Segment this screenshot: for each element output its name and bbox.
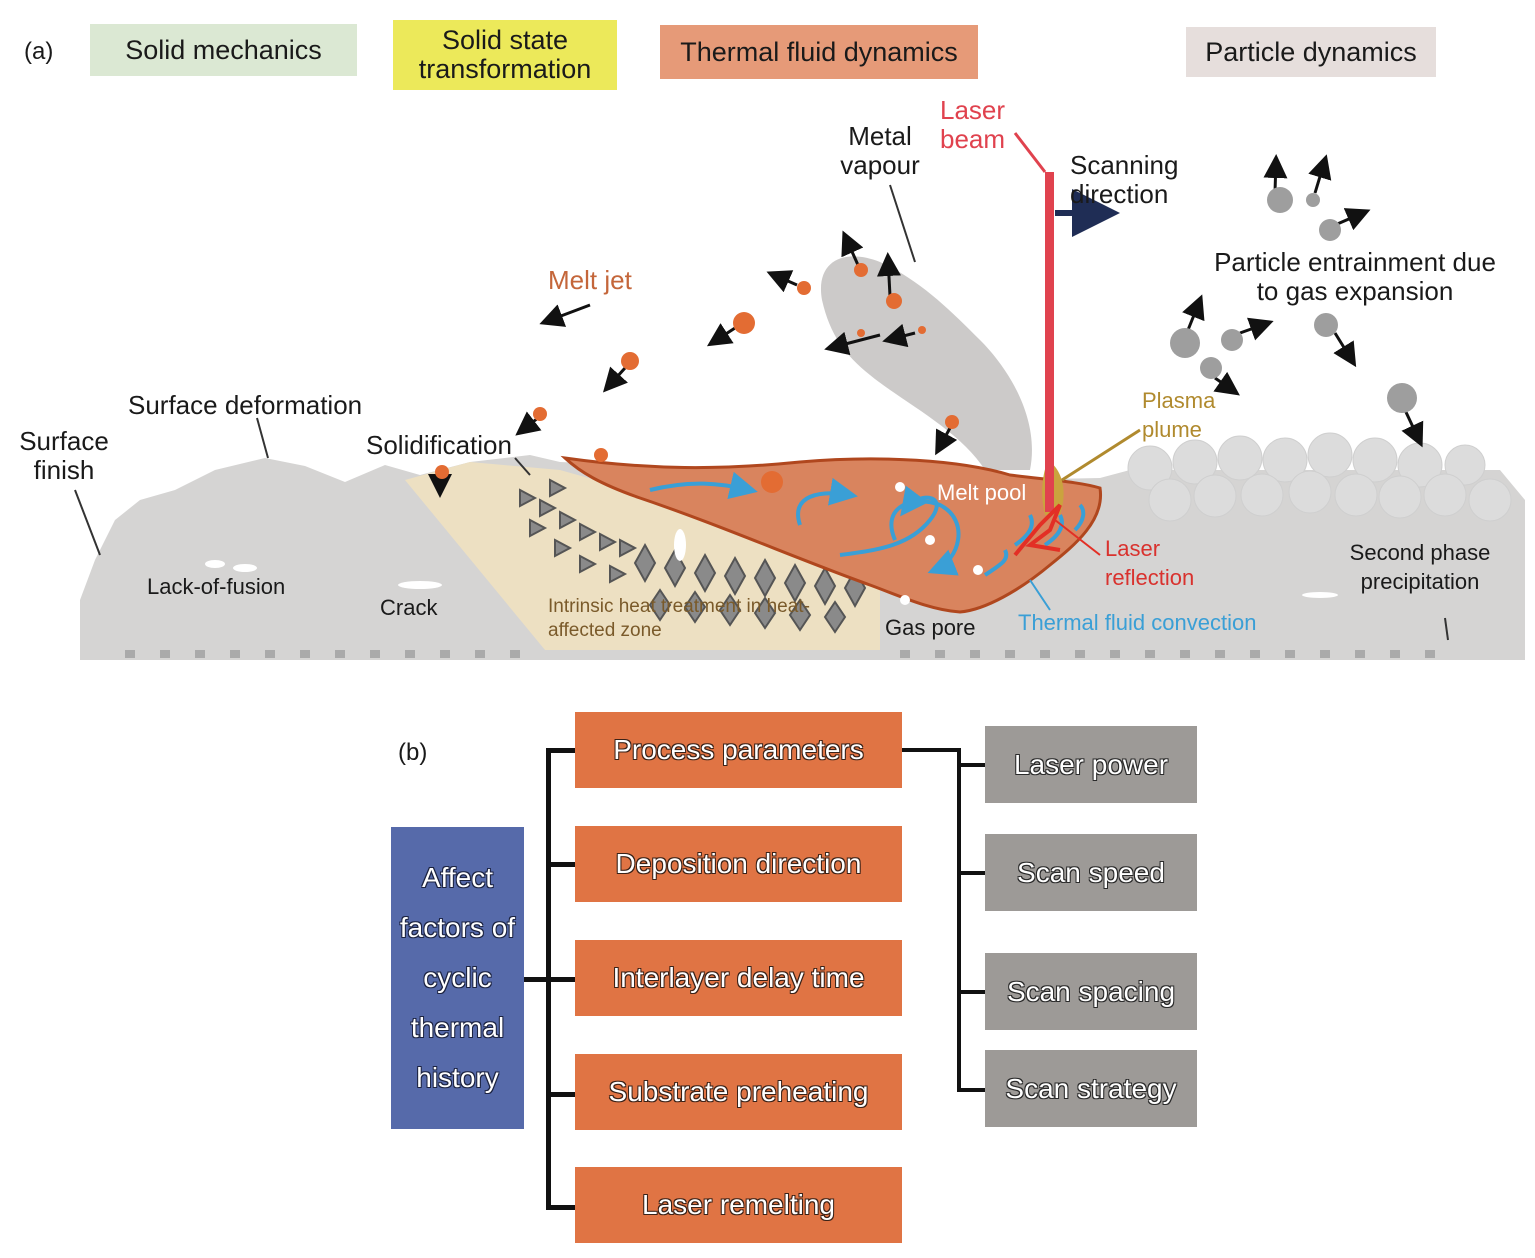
laser-beam-label: Laser beam (940, 95, 1006, 154)
connector-factor-4 (546, 1092, 576, 1097)
lack-of-fusion-label: Lack-of-fusion (147, 574, 286, 599)
factor-box-process-parameters: Process parameters (575, 712, 902, 788)
connector-params-trunk (957, 748, 961, 1092)
category-thermal-fluid-dynamics: Thermal fluid dynamics (660, 25, 978, 79)
category-solid-state-label: Solid state transformation (418, 25, 592, 84)
factor-box-substrate-preheating: Substrate preheating (575, 1054, 902, 1130)
root-box: Affect factors of cyclic thermal history (391, 827, 524, 1129)
metal-vapour-plume (820, 256, 1032, 470)
param-box-scan-spacing: Scan spacing (985, 953, 1197, 1030)
category-particle-dynamics-label: Particle dynamics (1205, 36, 1417, 67)
laser-reflection-label: Laser reflection (1105, 536, 1195, 590)
factor-label: Substrate preheating (608, 1076, 869, 1107)
param-label: Scan spacing (1006, 975, 1176, 1007)
factor-box-interlayer-delay-time: Interlayer delay time (575, 940, 902, 1016)
connector-param-1 (957, 763, 985, 767)
connector-param-4 (957, 1088, 985, 1092)
param-label: Scan speed (1017, 856, 1165, 888)
panel-a-label: (a) (24, 38, 54, 65)
melt-jet-label: Melt jet (548, 265, 632, 295)
connector-factor-3 (546, 977, 576, 982)
factor-box-deposition-direction: Deposition direction (575, 826, 902, 902)
melt-pool (560, 455, 1103, 614)
melt-pool-label: Melt pool (937, 480, 1027, 505)
param-label: Laser power (1013, 748, 1169, 780)
param-box-scan-speed: Scan speed (985, 834, 1197, 911)
particle-entrainment-label: Particle entrainment due to gas expansio… (1214, 247, 1496, 306)
connector-factor-1 (546, 748, 576, 753)
melt-jet-droplets (428, 230, 959, 498)
crack-label: Crack (380, 595, 438, 620)
connector-factor-2 (546, 862, 576, 867)
connector-param-3 (957, 990, 985, 994)
leader-lines (74, 184, 1449, 641)
category-solid-mechanics-label: Solid mechanics (125, 34, 322, 65)
second-phase-precipitation-label: Second phase precipitation (1349, 540, 1491, 594)
thermal-fluid-convection-label: Thermal fluid convection (1018, 610, 1257, 635)
category-thermal-fluid-label: Thermal fluid dynamics (680, 36, 958, 67)
connector-params-stem (902, 748, 960, 752)
pores (205, 482, 1338, 605)
intrinsic-heat-treatment-label: Intrinsic heat treatment in heat-affecte… (548, 596, 810, 641)
scanning-direction-label: Scanning direction (1070, 150, 1179, 209)
factor-label: Deposition direction (615, 848, 862, 879)
am-process-illustration (74, 132, 1525, 660)
solidification-label: Solidification (366, 430, 512, 460)
plasma-plume-label: Plasma plume (1142, 388, 1216, 442)
category-solid-state-transformation: Solid state transformation (393, 20, 617, 90)
metal-vapour-label: Metal vapour (840, 121, 920, 180)
factor-label: Laser remelting (642, 1189, 835, 1220)
gas-pore-label: Gas pore (885, 615, 976, 640)
surface-finish-label: Surface finish (19, 426, 109, 485)
factor-label: Process parameters (613, 734, 864, 765)
connector-param-2 (957, 871, 985, 875)
category-particle-dynamics: Particle dynamics (1186, 27, 1436, 77)
convection-arrows (649, 471, 1086, 577)
connector-root-stem (523, 977, 549, 982)
laser-reflection-path (1013, 503, 1062, 557)
connector-factor-5 (546, 1205, 576, 1210)
param-box-scan-strategy: Scan strategy (985, 1050, 1197, 1127)
panel-b-label: (b) (398, 739, 428, 766)
entrained-particles (1170, 154, 1424, 448)
factor-label: Interlayer delay time (612, 962, 865, 993)
base-plate-dots (125, 650, 1435, 658)
surface-deformation-label: Surface deformation (128, 390, 363, 420)
powder-bed (1127, 432, 1512, 522)
factor-box-laser-remelting: Laser remelting (575, 1167, 902, 1243)
category-solid-mechanics: Solid mechanics (90, 24, 357, 76)
root-label: Affect factors of cyclic thermal history (399, 862, 516, 1093)
param-label: Scan strategy (1005, 1072, 1177, 1104)
param-box-laser-power: Laser power (985, 726, 1197, 803)
laser-beam (1045, 172, 1054, 512)
